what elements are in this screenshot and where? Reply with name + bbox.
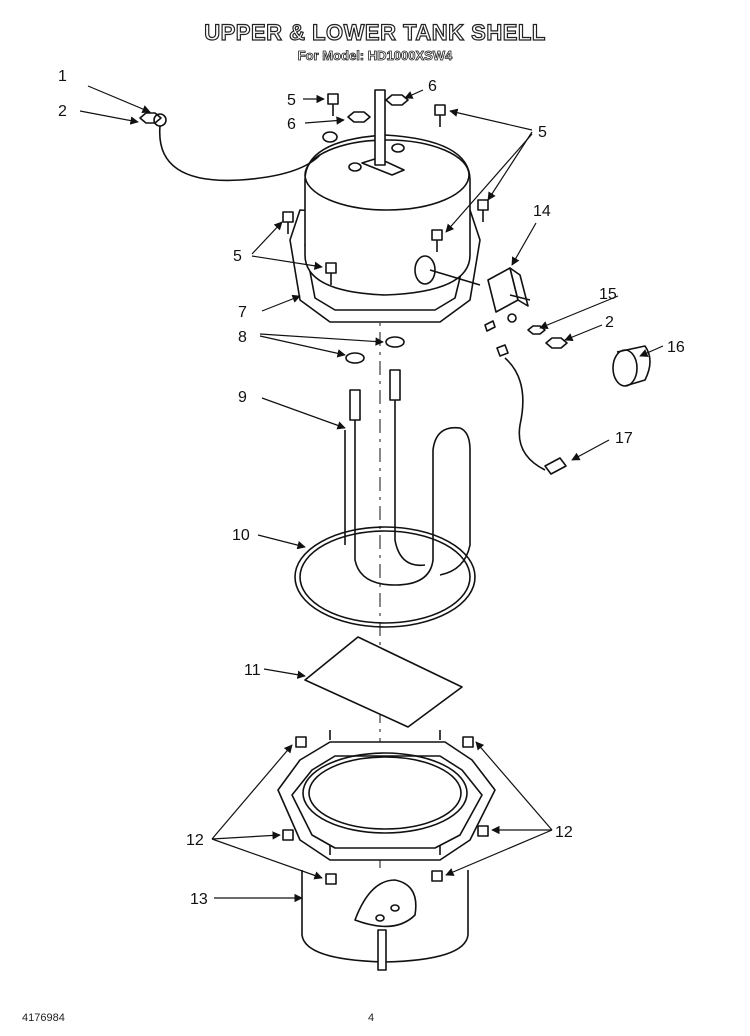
heating-element-9 xyxy=(344,369,471,586)
lock-washer-15 xyxy=(527,325,546,335)
callout-2-right: 2 xyxy=(605,314,614,331)
o-ring-8-left xyxy=(345,352,365,364)
screw-5-front xyxy=(431,229,443,252)
page-title: UPPER & LOWER TANK SHELL xyxy=(204,19,546,45)
tank-gasket-10 xyxy=(294,526,476,628)
nut-2-right xyxy=(545,337,568,349)
page-number: 4 xyxy=(368,1012,375,1024)
callout-17: 17 xyxy=(615,430,633,447)
screw-5-top xyxy=(327,93,339,116)
leg-nuts-12 xyxy=(282,730,489,885)
callout-6-left: 6 xyxy=(287,116,296,133)
screw-5-side xyxy=(477,199,489,222)
nut-6-right xyxy=(385,94,409,106)
vertical-rod xyxy=(374,89,386,166)
callout-5-right: 5 xyxy=(538,124,547,141)
thermostat-knob-16 xyxy=(612,345,651,387)
callout-8: 8 xyxy=(238,329,247,346)
callout-5-top: 5 xyxy=(287,92,296,109)
screw-5-left xyxy=(282,211,294,234)
leader-lines xyxy=(79,85,664,903)
callout-13: 13 xyxy=(190,891,208,908)
thermostat-14 xyxy=(484,267,567,475)
callout-12-left: 12 xyxy=(186,832,204,849)
o-ring-8-right xyxy=(385,336,405,348)
nut-6-left xyxy=(347,111,371,123)
callout-15: 15 xyxy=(599,286,617,303)
upper-tank-shell xyxy=(289,134,481,323)
callout-9: 9 xyxy=(238,389,247,406)
callout-7: 7 xyxy=(238,304,247,321)
ground-wire-assembly xyxy=(139,112,338,182)
callout-14: 14 xyxy=(533,203,551,220)
callout-12-right: 12 xyxy=(555,824,573,841)
model-subtitle: For Model: HD1000XSW4 xyxy=(297,48,453,64)
callout-5-left: 5 xyxy=(233,248,242,265)
callout-6-top: 6 xyxy=(428,78,437,95)
part-number: 4176984 xyxy=(22,1012,65,1024)
callout-1: 1 xyxy=(58,68,67,85)
screw-5-right xyxy=(434,104,446,127)
insulation-pad-11 xyxy=(304,636,463,728)
callout-16: 16 xyxy=(667,339,685,356)
callout-2-left: 2 xyxy=(58,103,67,120)
callout-10: 10 xyxy=(232,527,250,544)
lower-tank-shell-13 xyxy=(277,741,496,971)
wire-connector-17 xyxy=(544,457,567,475)
screw-5-lower xyxy=(325,262,337,285)
callout-11: 11 xyxy=(244,662,261,679)
